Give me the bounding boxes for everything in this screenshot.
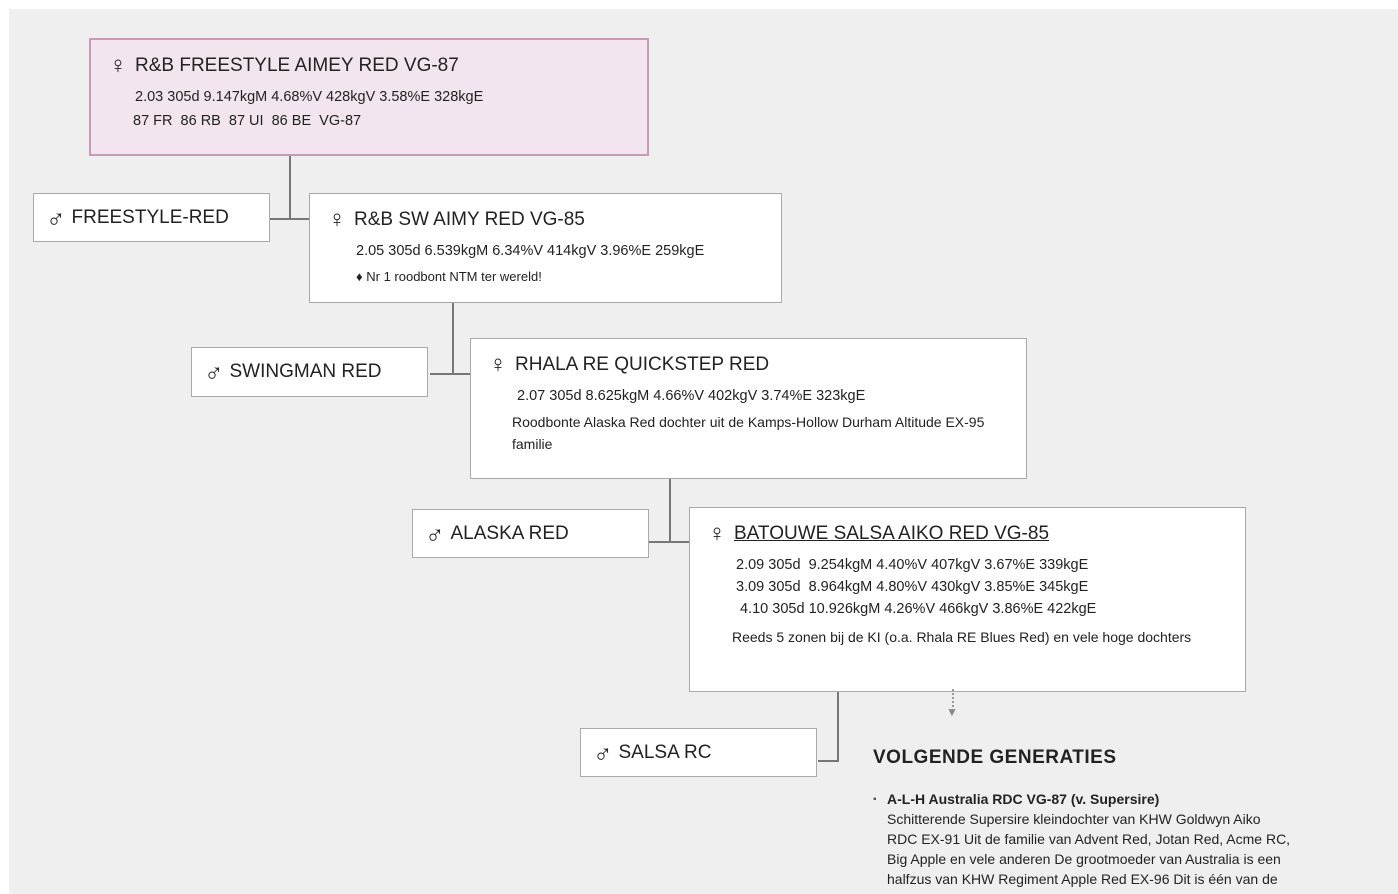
dam-card-gen2[interactable]: ♀ R&B SW AIMY RED VG-85 2.05 305d 6.539k… xyxy=(309,193,782,303)
connector-line xyxy=(818,760,839,762)
dam-name: R&B FREESTYLE AIMEY RED VG-87 xyxy=(135,55,459,76)
dam-note: Reeds 5 zonen bij de KI (o.a. Rhala RE B… xyxy=(732,629,1192,645)
sire-card-gen4[interactable]: ♂ SALSA RC xyxy=(580,728,817,777)
lactation-stats: 3.09 305d 8.964kgM 4.80%V 430kgV 3.85%E … xyxy=(736,579,1089,595)
female-icon: ♀ xyxy=(328,206,346,233)
list-item: ▪ A-L-H Australia RDC VG-87 (v. Supersir… xyxy=(873,789,1293,889)
female-icon: ♀ xyxy=(708,520,726,547)
list-item-heading: A-L-H Australia RDC VG-87 (v. Supersire) xyxy=(887,791,1160,807)
dam-title: ♀ BATOUWE SALSA AIKO RED VG-85 xyxy=(708,522,1245,546)
arrow-down-icon: ▼ xyxy=(946,705,958,719)
dam-title: ♀ R&B SW AIMY RED VG-85 xyxy=(328,208,781,232)
list-item-text: Schitterende Supersire kleindochter van … xyxy=(887,811,1291,887)
dam-name: R&B SW AIMY RED VG-85 xyxy=(354,209,585,230)
male-icon: ♂ xyxy=(46,202,66,233)
connector-line xyxy=(837,691,839,761)
sire-card-gen3[interactable]: ♂ ALASKA RED xyxy=(412,509,649,558)
connector-line xyxy=(649,541,691,543)
lactation-stats: 2.07 305d 8.625kgM 4.66%V 402kgV 3.74%E … xyxy=(517,388,866,404)
pedigree-canvas: ♀ R&B FREESTYLE AIMEY RED VG-87 2.03 305… xyxy=(9,9,1398,894)
dam-name-link[interactable]: BATOUWE SALSA AIKO RED VG-85 xyxy=(734,523,1050,544)
bullet-icon: ▪ xyxy=(873,794,877,805)
dam-name: RHALA RE QUICKSTEP RED xyxy=(515,354,770,375)
dam-card-gen3[interactable]: ♀ RHALA RE QUICKSTEP RED 2.07 305d 8.625… xyxy=(470,338,1027,479)
connector-line xyxy=(430,373,472,375)
lactation-stats: 2.09 305d 9.254kgM 4.40%V 407kgV 3.67%E … xyxy=(736,557,1089,573)
connector-line xyxy=(270,218,310,220)
female-icon: ♀ xyxy=(489,351,507,378)
dam-note: ♦ Nr 1 roodbont NTM ter wereld! xyxy=(356,269,542,284)
dam-card-gen1[interactable]: ♀ R&B FREESTYLE AIMEY RED VG-87 2.03 305… xyxy=(89,38,649,156)
sire-card-gen2[interactable]: ♂ SWINGMAN RED xyxy=(191,347,428,397)
dam-title: ♀ R&B FREESTYLE AIMEY RED VG-87 xyxy=(109,54,647,78)
sire-name: ALASKA RED xyxy=(450,522,569,544)
dotted-arrow-line xyxy=(952,689,954,707)
male-icon: ♂ xyxy=(204,357,224,387)
sire-name: FREESTYLE-RED xyxy=(71,206,229,228)
connector-line xyxy=(669,478,671,542)
connector-line xyxy=(452,302,454,374)
dam-title: ♀ RHALA RE QUICKSTEP RED xyxy=(489,353,1026,377)
classification-scores: 87 FR 86 RB 87 UI 86 BE VG-87 xyxy=(133,113,362,129)
lactation-stats: 2.05 305d 6.539kgM 6.34%V 414kgV 3.96%E … xyxy=(356,243,705,259)
male-icon: ♂ xyxy=(593,737,613,768)
female-icon: ♀ xyxy=(109,52,127,79)
dam-note: Roodbonte Alaska Red dochter uit de Kamp… xyxy=(512,414,985,452)
next-generations-list: ▪ A-L-H Australia RDC VG-87 (v. Supersir… xyxy=(873,789,1293,889)
dam-card-gen4[interactable]: ♀ BATOUWE SALSA AIKO RED VG-85 2.09 305d… xyxy=(689,507,1246,692)
section-title: VOLGENDE GENERATIES xyxy=(873,747,1117,768)
lactation-stats: 2.03 305d 9.147kgM 4.68%V 428kgV 3.58%E … xyxy=(135,89,484,105)
male-icon: ♂ xyxy=(425,518,445,549)
connector-line xyxy=(289,155,291,219)
lactation-stats: 4.10 305d 10.926kgM 4.26%V 466kgV 3.86%E… xyxy=(736,601,1097,617)
sire-card-gen1[interactable]: ♂ FREESTYLE-RED xyxy=(33,193,270,242)
sire-name: SWINGMAN RED xyxy=(229,361,382,382)
sire-name: SALSA RC xyxy=(618,741,712,763)
